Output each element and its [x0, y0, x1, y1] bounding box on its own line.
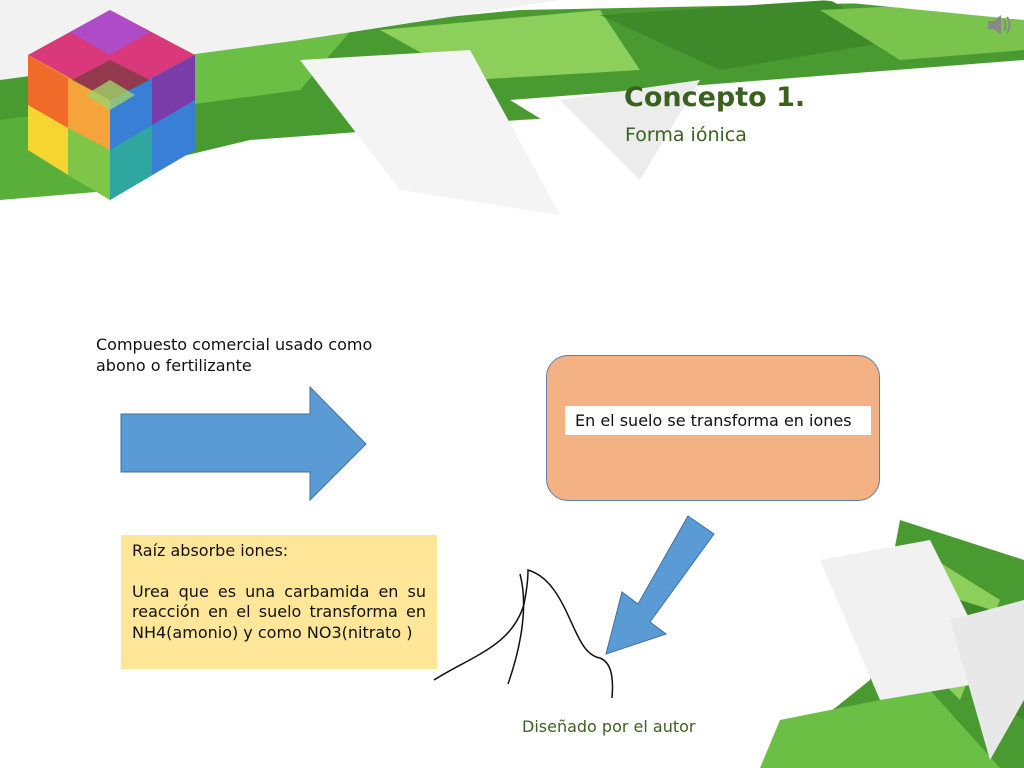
slide-title: Concepto 1.: [624, 82, 806, 113]
root-absorption-heading: Raíz absorbe iones:: [132, 541, 289, 560]
commercial-compound-label: Compuesto comercial usado como abono o f…: [96, 335, 373, 375]
slide-subtitle: Forma iónica: [625, 124, 747, 146]
right-arrow-icon: [120, 386, 367, 502]
root-absorption-box: Raíz absorbe iones: Urea que es una carb…: [121, 535, 437, 669]
soil-transform-text: En el suelo se transforma en iones: [565, 406, 871, 435]
speaker-icon[interactable]: [986, 12, 1014, 38]
down-left-arrow-icon: [605, 515, 715, 655]
author-credit: Diseñado por el autor: [522, 717, 696, 736]
root-drawing: [433, 568, 614, 699]
root-absorption-body: Urea que es una carbamida en su reacción…: [132, 581, 426, 642]
